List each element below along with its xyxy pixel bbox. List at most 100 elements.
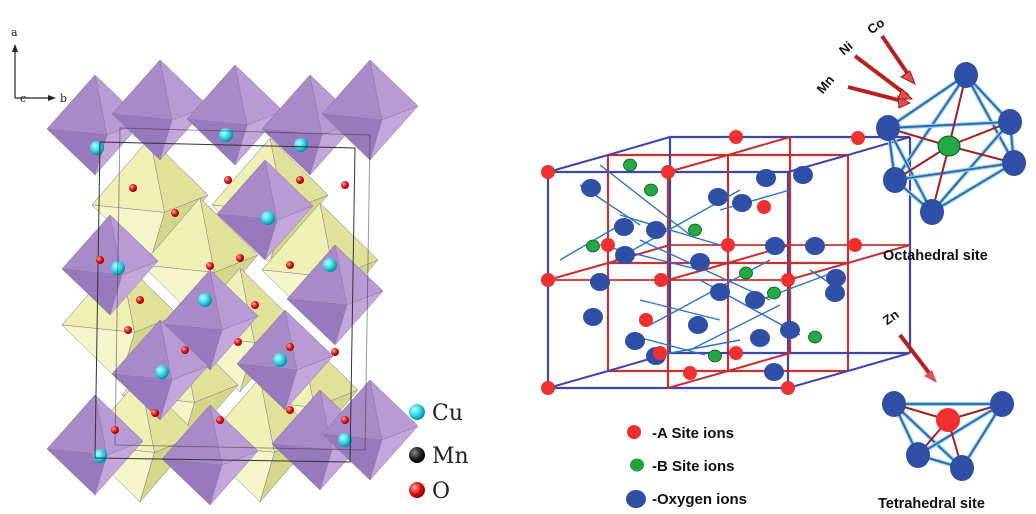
polyhedron-face [284, 355, 334, 411]
oxygen-ion [710, 283, 730, 301]
cube-edge [847, 136, 911, 156]
legend-mn-marker [409, 447, 425, 463]
a-site-ion [851, 131, 865, 145]
legend-oxygen-label: -Oxygen ions [652, 491, 747, 508]
oxygen-ion [756, 169, 776, 187]
cu-atom [294, 138, 308, 152]
b-site-ion [644, 183, 658, 197]
b-site-ion [708, 349, 722, 363]
oxygen-ion [590, 273, 610, 291]
polyhedron-face [369, 105, 419, 161]
cu-atom [323, 258, 337, 272]
octahedron-oxygen [1002, 150, 1026, 176]
a-site-ion [601, 238, 615, 252]
polyhedra-group [46, 59, 419, 506]
b-site-ion [767, 286, 781, 300]
oxygen-ion [765, 237, 785, 255]
a-site-ion [721, 238, 735, 252]
b-site-ion [808, 330, 822, 344]
o-atom [341, 181, 349, 189]
oxygen-ion [793, 166, 813, 184]
tetrahedron-oxygen [990, 391, 1014, 417]
b-site-ion [739, 266, 753, 280]
octahedron-edge [894, 162, 1015, 181]
cube-internal-bond [659, 339, 741, 356]
o-atom [111, 426, 119, 434]
a-site-ion [653, 346, 667, 360]
oxygen-ion [825, 284, 845, 302]
cube-internal-bond [639, 299, 721, 321]
ion-mn-label: Mn [814, 72, 838, 96]
oxygen-ion [750, 329, 770, 347]
o-atom [216, 416, 224, 424]
octahedron-oxygen [954, 62, 978, 88]
oxygen-atoms [96, 176, 349, 434]
octahedron-edge [931, 162, 1015, 213]
octahedral-site-diagram: Mn Ni Co Octahedral site [814, 15, 1026, 264]
o-atom [296, 176, 304, 184]
legend-o-marker [409, 482, 425, 498]
oxygen-ion [583, 308, 603, 326]
tetrahedron-edge [893, 403, 963, 469]
a-site-ion [541, 165, 555, 179]
tetrahedron-oxygen [950, 455, 974, 481]
octahedron-oxygen [876, 115, 900, 141]
axis-indicator: a b c [11, 26, 67, 105]
legend-cu-label: Cu [432, 401, 463, 426]
cube-internal-bond [599, 244, 701, 271]
octahedron-edge [887, 121, 1011, 129]
octahedron-edge [931, 121, 1011, 213]
legend-a-site-marker [627, 425, 641, 439]
octahedron-center-ion [937, 135, 961, 157]
cu-atom [155, 365, 169, 379]
octahedron [876, 62, 1026, 225]
octahedron-oxygen [998, 109, 1022, 135]
polyhedron-face [209, 315, 259, 371]
cube-edge [847, 352, 911, 372]
cu-atom [198, 293, 212, 307]
a-site-ion [757, 200, 771, 214]
axis-a-label: a [11, 26, 18, 39]
o-atom [206, 262, 214, 270]
axis-b-label: b [60, 92, 67, 105]
ion-ni-label: Ni [836, 38, 856, 58]
a-site-ion [661, 165, 675, 179]
a-site-ion [639, 313, 653, 327]
o-atom [331, 348, 339, 356]
octahedral-site-title: Octahedral site [883, 248, 988, 264]
ion-co-label: Co [864, 15, 887, 37]
octahedron-edge [965, 74, 1015, 164]
a-site-ion [654, 273, 668, 287]
oxygen-ion [826, 269, 846, 287]
oxygen-ion [615, 246, 635, 264]
cube-edge [547, 262, 609, 281]
legend-cu-marker [409, 404, 425, 420]
o-atom [129, 184, 137, 192]
cube-edge [787, 262, 849, 281]
cube-internal-bond [599, 164, 691, 236]
tetrahedron-edge [917, 403, 1003, 456]
tetrahedron-oxygen [882, 391, 906, 417]
polyhedron-face [369, 425, 419, 481]
cube-atoms [541, 130, 865, 395]
o-atom [286, 406, 294, 414]
octahedron-oxygen [883, 167, 907, 193]
legend-o-label: O [432, 479, 450, 504]
oxygen-ion [708, 188, 728, 206]
o-atom [181, 346, 189, 354]
o-atom [96, 256, 104, 264]
cu-atom [90, 141, 104, 155]
tetrahedron-oxygen [906, 442, 930, 468]
a-site-ion [683, 366, 697, 380]
oxygen-ion [614, 218, 634, 236]
spinel-unit-cell-cube [541, 130, 912, 395]
tetrahedral-arrow [898, 333, 935, 380]
o-atom [286, 261, 294, 269]
cu-atom [261, 211, 275, 225]
polyhedron-face [264, 205, 314, 261]
o-atom [151, 409, 159, 417]
tetrahedron [882, 391, 1014, 481]
cu-atom [273, 353, 287, 367]
legend-oxygen-marker [626, 490, 646, 508]
